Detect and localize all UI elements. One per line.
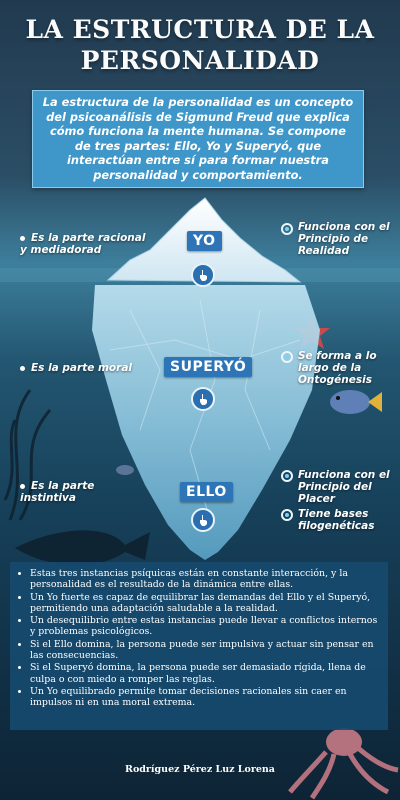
list-item: Si el Superyó domina, la persona puede s… bbox=[30, 662, 380, 685]
title-line-2: PERSONALIDAD bbox=[80, 46, 320, 75]
title-line-1: LA ESTRUCTURA DE LA bbox=[25, 15, 375, 44]
yo-hand-button[interactable] bbox=[191, 263, 215, 287]
list-item: Si el Ello domina, la persona puede ser … bbox=[30, 639, 380, 662]
list-item: Un Yo fuerte es capaz de equilibrar las … bbox=[30, 592, 380, 615]
hand-pointer-icon bbox=[200, 270, 207, 281]
ello-ring-icon-2 bbox=[281, 509, 293, 521]
yo-label: YO bbox=[187, 231, 222, 251]
page-title: LA ESTRUCTURA DE LA PERSONALIDAD bbox=[10, 14, 390, 76]
ello-right-note-1: Funciona con el Principio del Placer bbox=[298, 469, 390, 505]
small-fish-icon bbox=[116, 465, 134, 475]
list-item: Estas tres instancias psíquicas están en… bbox=[30, 568, 380, 591]
summary-box: Estas tres instancias psíquicas están en… bbox=[10, 562, 388, 730]
octopus-icon bbox=[288, 728, 399, 800]
summary-list: Estas tres instancias psíquicas están en… bbox=[18, 568, 380, 709]
superyo-left-note: Es la parte moral bbox=[20, 362, 160, 374]
yo-right-note: Funciona con el Principio de Realidad bbox=[298, 221, 390, 257]
bullet-dot bbox=[20, 483, 25, 489]
author-credit: Rodríguez Pérez Luz Lorena bbox=[125, 764, 275, 775]
superyo-label: SUPERYÓ bbox=[164, 357, 253, 377]
list-item: Un desequilibrio entre estas instancias … bbox=[30, 615, 380, 638]
ello-left-note: Es la parte instintiva bbox=[20, 480, 95, 504]
bullet-dot bbox=[20, 365, 25, 371]
fish-silhouette-icon bbox=[15, 530, 150, 566]
iceberg-body bbox=[92, 285, 320, 560]
list-item: Un Yo equilibrado permite tomar decision… bbox=[30, 686, 380, 709]
yo-left-note: Es la parte racional y mediadorad bbox=[20, 232, 146, 256]
hand-pointer-icon bbox=[200, 394, 207, 405]
bullet-dot bbox=[20, 235, 25, 241]
hand-pointer-icon bbox=[200, 515, 207, 526]
ello-right-note-2: Tiene bases filogenéticas bbox=[298, 508, 375, 532]
superyo-ring-icon bbox=[281, 351, 293, 363]
fish-icon bbox=[330, 390, 382, 414]
yo-ring-icon bbox=[281, 223, 293, 235]
ello-hand-button[interactable] bbox=[191, 508, 215, 532]
ello-ring-icon-1 bbox=[281, 470, 293, 482]
seaweed-icon bbox=[3, 389, 52, 521]
intro-box: La estructura de la personalidad es un c… bbox=[32, 90, 364, 188]
superyo-right-note: Se forma a lo largo de la Ontogénesis bbox=[298, 350, 377, 386]
superyo-hand-button[interactable] bbox=[191, 387, 215, 411]
ello-label: ELLO bbox=[180, 482, 233, 502]
